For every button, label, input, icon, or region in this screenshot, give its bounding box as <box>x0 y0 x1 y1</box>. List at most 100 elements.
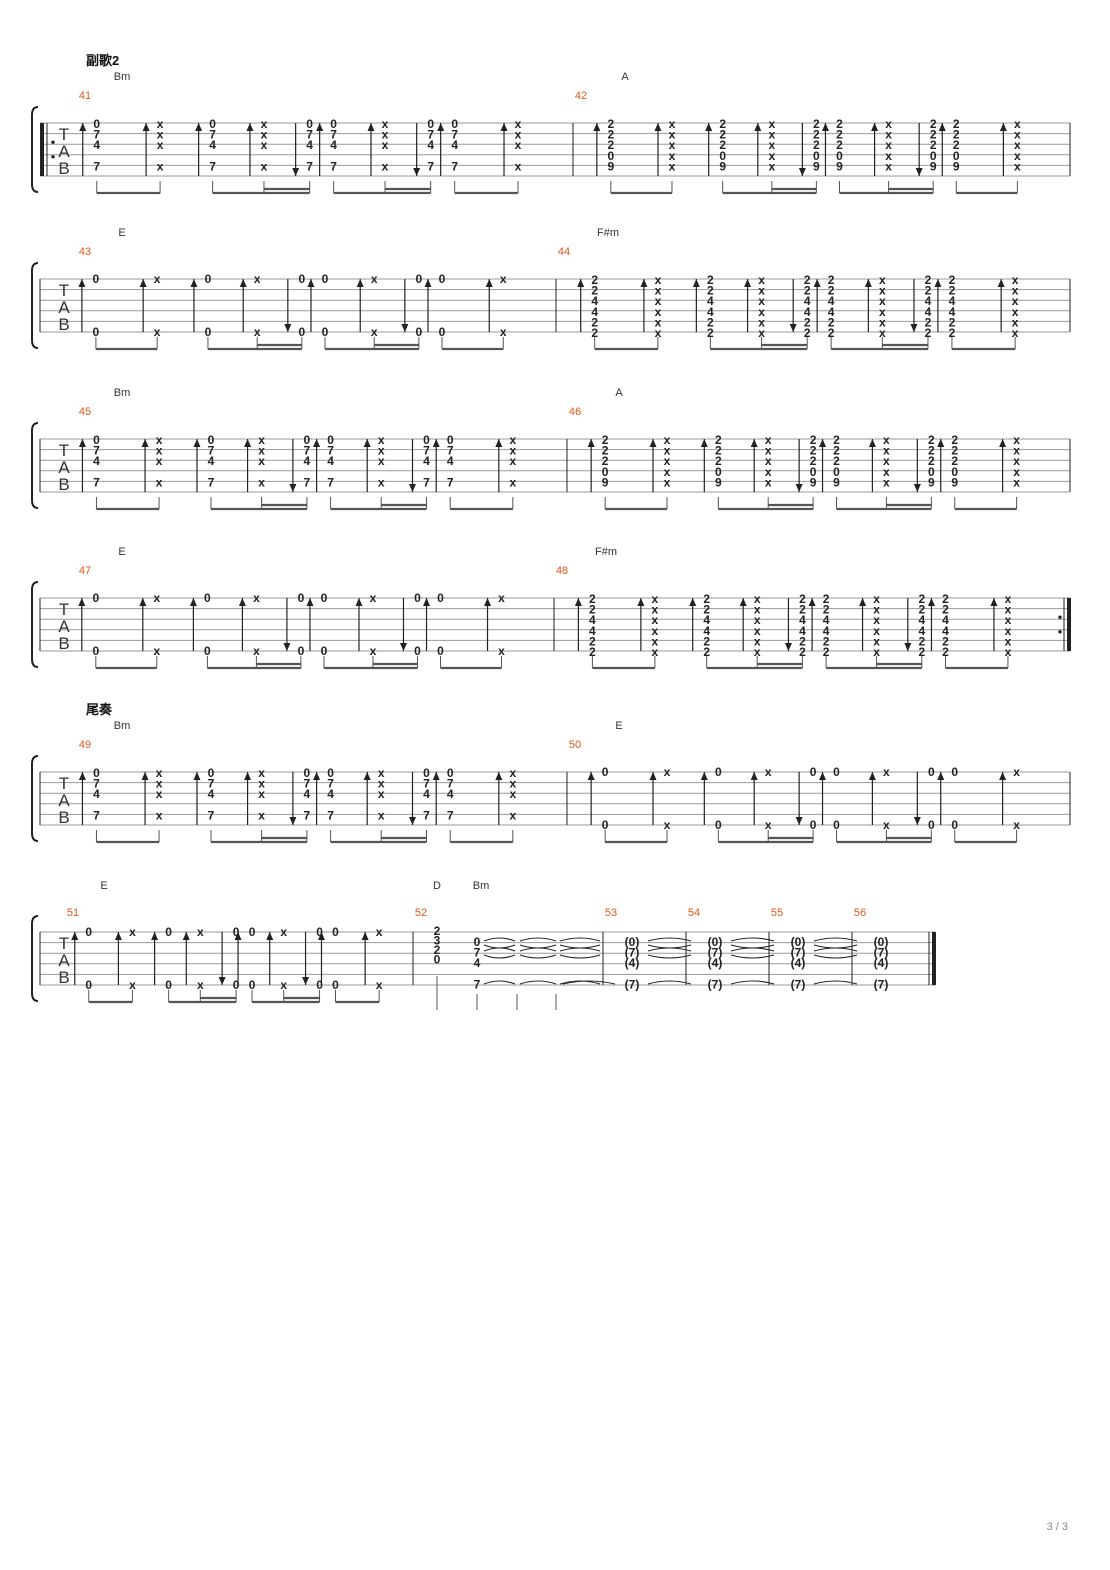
strum-up-arrow <box>813 279 821 287</box>
fret-number: 2 <box>823 603 830 617</box>
strum-up-arrow <box>307 279 315 287</box>
fret-number: x <box>765 765 772 779</box>
fret-number: 2 <box>810 433 817 447</box>
fret-number: x <box>873 624 880 638</box>
strum-up-arrow <box>868 772 876 780</box>
fret-number: 0 <box>447 433 454 447</box>
fret-number: x <box>885 149 892 163</box>
chord-name: Bm <box>114 71 131 83</box>
fret-number: 0 <box>414 591 421 605</box>
strum-up-arrow <box>927 598 935 606</box>
fret-number: 2 <box>707 284 714 298</box>
strum-down-arrow <box>915 168 923 176</box>
measure-number: 41 <box>79 90 91 102</box>
chord-name: E <box>118 546 125 558</box>
fret-number: x <box>154 272 161 286</box>
fret-number: 2 <box>799 645 806 659</box>
measure-number: 43 <box>79 246 91 258</box>
fret-number: 0 <box>205 325 212 339</box>
fret-number: x <box>253 591 260 605</box>
fret-number: 4 <box>423 787 430 801</box>
fret-number: x <box>1005 613 1012 627</box>
fret-number: 0 <box>416 325 423 339</box>
fret-number: 2 <box>602 433 609 447</box>
strum-down-arrow <box>283 643 291 651</box>
fret-number: 7 <box>327 777 334 791</box>
tie <box>562 980 616 985</box>
fret-number: 7 <box>209 159 216 173</box>
strum-up-arrow <box>437 123 445 131</box>
fret-number: 0 <box>322 272 329 286</box>
measure-number: 51 <box>67 907 79 919</box>
fret-number: 7 <box>447 475 454 489</box>
fret-number: 2 <box>707 315 714 329</box>
fret-number: 4 <box>474 956 481 970</box>
tie <box>483 937 516 942</box>
fret-number: 7 <box>423 808 430 822</box>
tie <box>483 947 516 952</box>
fret-number: 2 <box>703 645 710 659</box>
fret-number: 4 <box>427 138 434 152</box>
strum-up-arrow <box>649 439 657 447</box>
measure-number: 47 <box>79 565 91 577</box>
fret-number: 2 <box>608 128 615 142</box>
tie <box>730 947 775 952</box>
fret-number: 7 <box>327 808 334 822</box>
fret-number: x <box>655 294 662 308</box>
fret-number: x <box>378 454 385 468</box>
fret-number: x <box>1012 315 1019 329</box>
tie <box>813 937 858 942</box>
fret-number: x <box>498 644 505 658</box>
fret-number: 2 <box>925 315 932 329</box>
tab-clef-letter: B <box>58 159 69 178</box>
fret-number: 7 <box>423 777 430 791</box>
strum-up-arrow <box>78 279 86 287</box>
fret-number: 0 <box>85 978 92 992</box>
fret-number: x <box>758 326 765 340</box>
strum-up-arrow <box>244 439 252 447</box>
fret-number: x <box>197 925 204 939</box>
fret-number: 2 <box>828 326 835 340</box>
fret-number: 2 <box>602 454 609 468</box>
tie <box>813 947 858 952</box>
measure-number: 54 <box>688 907 700 919</box>
fret-number: 4 <box>327 454 334 468</box>
tab-clef-letter: A <box>58 617 70 636</box>
fret-number: 7 <box>330 159 337 173</box>
fret-number: x <box>258 787 265 801</box>
fret-number: 0 <box>474 935 481 949</box>
fret-number: x <box>515 128 522 142</box>
fret-number: 2 <box>703 603 710 617</box>
fret-number: 2 <box>602 444 609 458</box>
fret-number: 2 <box>823 592 830 606</box>
fret-number: 4 <box>306 138 313 152</box>
strum-up-arrow <box>819 439 827 447</box>
repeat-dot <box>51 155 55 159</box>
tab-clef-letter: B <box>58 808 69 827</box>
strum-down-arrow <box>913 817 921 825</box>
measure-number: 53 <box>605 907 617 919</box>
fret-number: 2 <box>719 128 726 142</box>
tie <box>559 937 601 942</box>
fret-number: 2 <box>828 273 835 287</box>
fret-number: (7) <box>708 977 723 991</box>
tie <box>519 937 557 942</box>
fret-number: 4 <box>804 305 811 319</box>
fret-number: 4 <box>703 624 710 638</box>
strum-up-arrow <box>654 123 662 131</box>
fret-number: 0 <box>298 272 305 286</box>
fret-number: 2 <box>928 454 935 468</box>
fret-number: x <box>500 325 507 339</box>
strum-down-arrow <box>289 484 297 492</box>
tie <box>813 980 858 985</box>
fret-number: 0 <box>165 978 172 992</box>
fret-number: x <box>754 603 761 617</box>
fret-number: x <box>669 159 676 173</box>
strum-up-arrow <box>808 598 816 606</box>
fret-number: x <box>515 117 522 131</box>
fret-number: x <box>378 475 385 489</box>
fret-number: x <box>754 645 761 659</box>
